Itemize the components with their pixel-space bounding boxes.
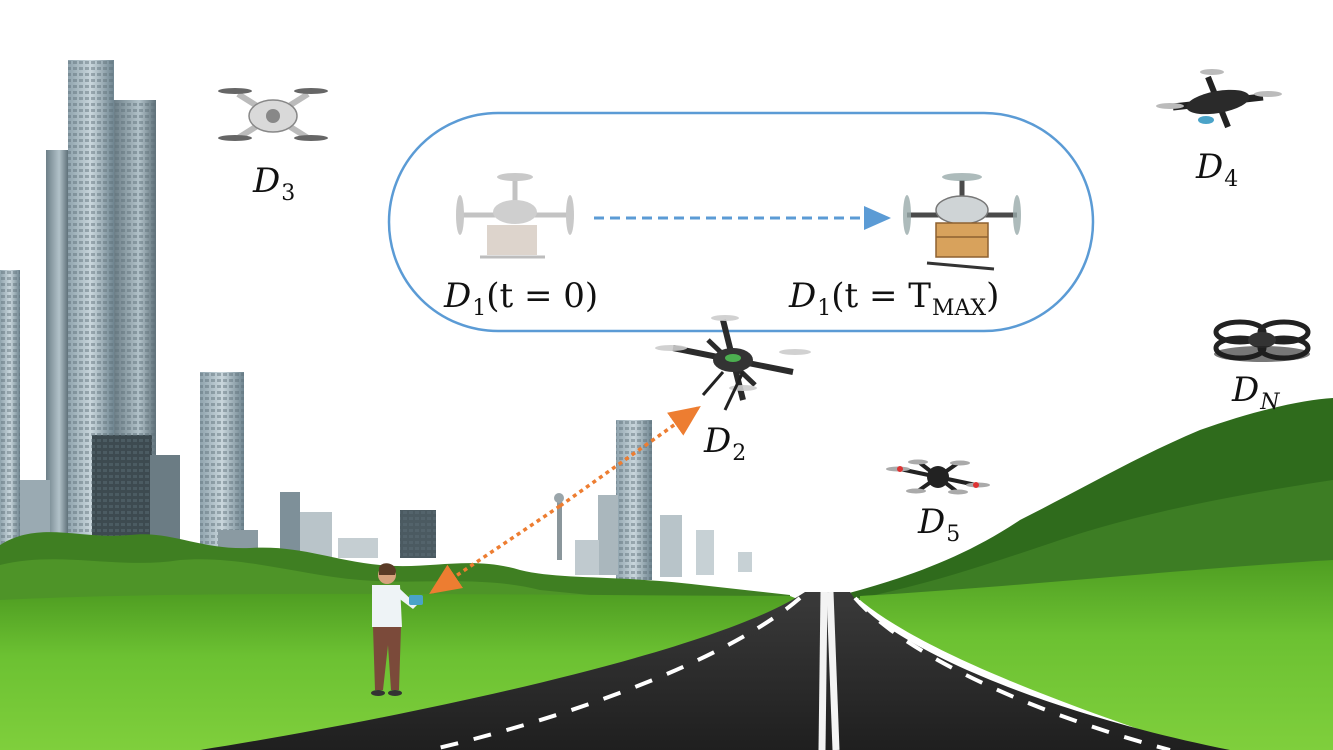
- operator-person-icon: [371, 563, 423, 696]
- grass-left: [0, 593, 800, 750]
- grass-right: [860, 560, 1333, 750]
- label-d3: D3: [253, 161, 296, 206]
- trajectory-box: [387, 111, 1095, 333]
- city-skyline-left: [0, 60, 436, 558]
- control-link-arrow-to-operator: [429, 504, 561, 594]
- caged-drone-icon: [1213, 319, 1311, 362]
- folding-drone-icon: [1156, 69, 1282, 129]
- cargo-drone-faded-icon: [456, 173, 574, 259]
- label-d2: D2: [704, 421, 747, 466]
- label-d1-start: D1(t = 0): [444, 276, 599, 321]
- label-dn: DN: [1232, 370, 1280, 415]
- hexacopter-icon: [886, 459, 990, 495]
- label-d5: D5: [918, 502, 961, 547]
- city-skyline-center: [554, 420, 752, 580]
- road: [200, 591, 1230, 750]
- label-d4: D4: [1196, 147, 1239, 192]
- cargo-drone-icon: [903, 173, 1021, 271]
- label-d1-end: D1(t = TMAX): [789, 276, 1000, 321]
- quadcopter-white-icon: [218, 88, 328, 141]
- quadcopter-dark-icon: [655, 315, 811, 411]
